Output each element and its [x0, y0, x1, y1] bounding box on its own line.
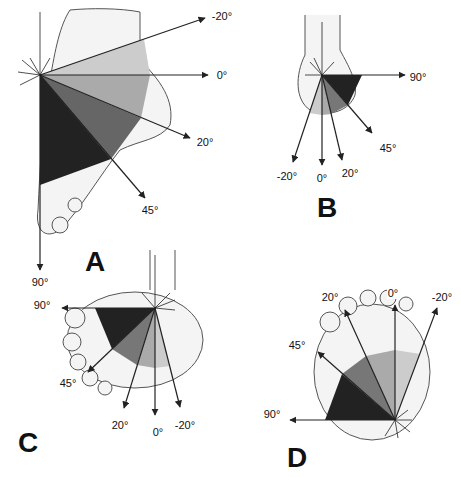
- angle-label: 0°: [216, 69, 229, 81]
- angle-label: 45°: [379, 142, 398, 154]
- angle-label: 0°: [387, 287, 400, 299]
- angle-wedges: [95, 308, 170, 368]
- angle-rays: [290, 305, 437, 420]
- toe: [52, 217, 68, 233]
- angle-label: 90°: [409, 71, 428, 83]
- angle-ray: [40, 18, 205, 75]
- angle-ray: [40, 74, 208, 75]
- panel-letter: B: [316, 193, 338, 224]
- origin-fan: [305, 22, 334, 75]
- angle-ray: [39, 75, 40, 270]
- angle-label: 45°: [59, 377, 78, 389]
- angle-label: 20°: [321, 291, 340, 303]
- panel-letter: D: [286, 443, 308, 474]
- panel-letter: A: [84, 247, 106, 278]
- angle-label: 20°: [341, 167, 360, 179]
- angle-label: 45°: [141, 204, 160, 216]
- angle-label: -20°: [431, 291, 453, 303]
- origin-fan: [385, 410, 412, 438]
- foot-outline: [314, 290, 430, 440]
- origin-fan: [142, 255, 175, 310]
- angle-wedge: [40, 75, 111, 185]
- angle-label: 90°: [263, 408, 282, 420]
- angle-rays: [62, 308, 180, 415]
- angle-label: 0°: [316, 172, 329, 184]
- angle-label: 90°: [33, 299, 52, 311]
- toe: [68, 198, 82, 212]
- angle-label: 20°: [196, 136, 215, 148]
- angle-label: 90°: [31, 276, 50, 288]
- angle-label: -20°: [211, 10, 233, 22]
- angle-wedges: [325, 350, 420, 420]
- angle-label: 45°: [288, 339, 307, 351]
- angle-wedges: [309, 75, 362, 115]
- angle-rays: [293, 75, 405, 165]
- panel-letter: C: [17, 428, 39, 459]
- angle-ray: [40, 75, 190, 138]
- angle-wedges: [40, 39, 150, 185]
- angle-ray: [40, 75, 145, 198]
- angle-label: 0°: [152, 426, 165, 438]
- angle-label: -20°: [174, 419, 196, 431]
- angle-label: 20°: [111, 419, 130, 431]
- angle-rays: [40, 18, 208, 270]
- origin-fan: [18, 12, 50, 85]
- angle-label: -20°: [276, 170, 298, 182]
